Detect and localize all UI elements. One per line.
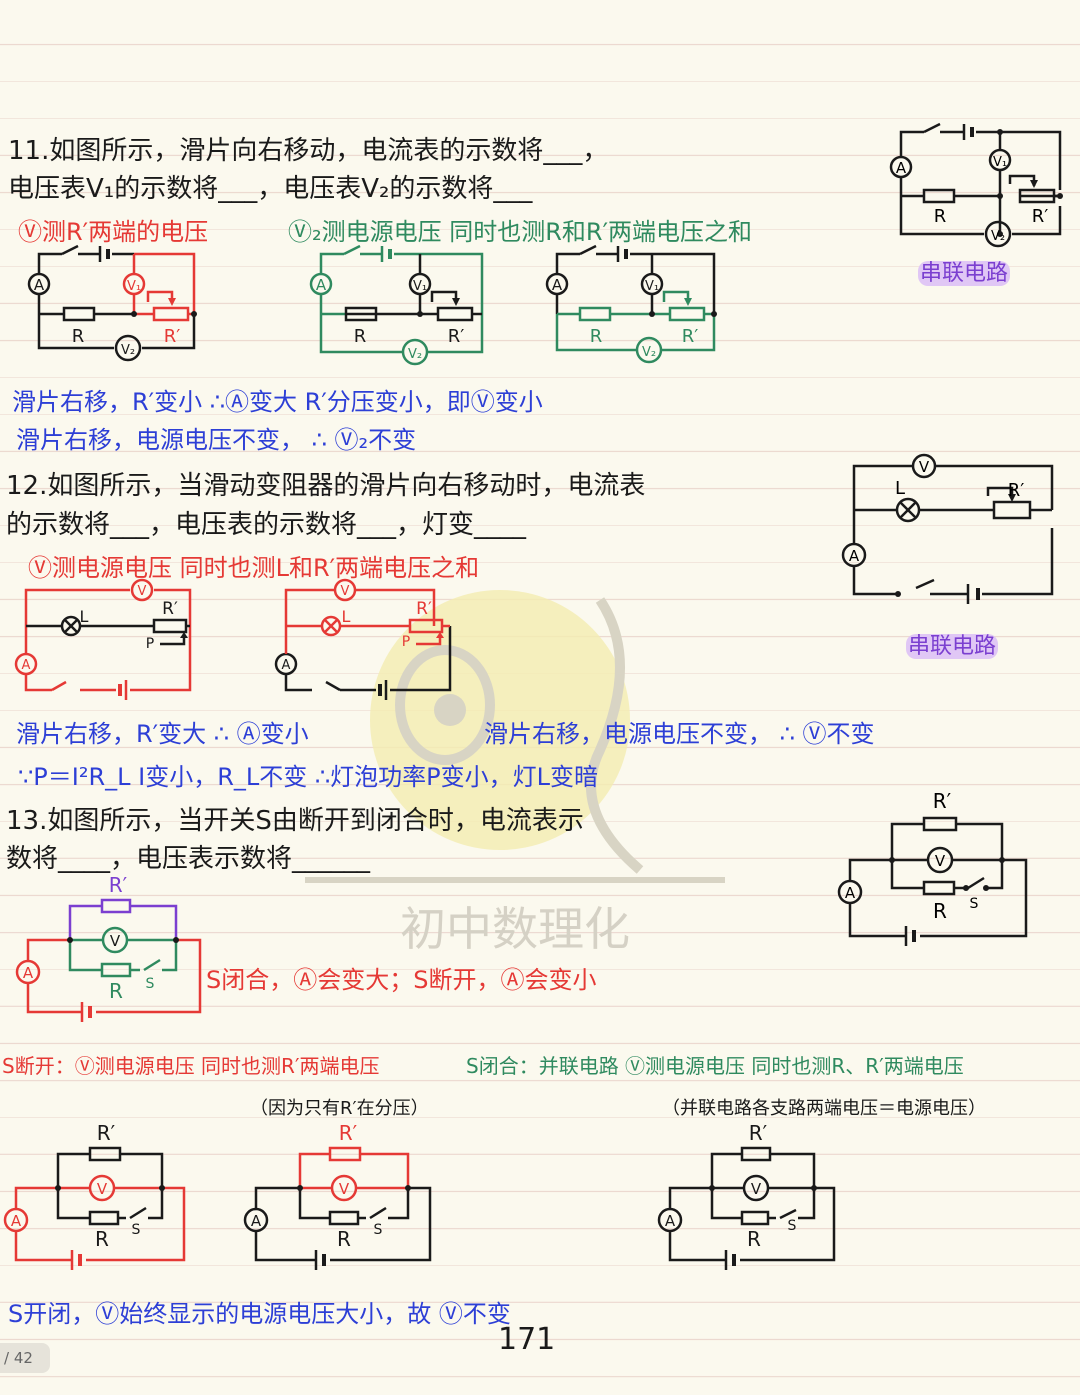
svg-text:V: V [97, 1180, 108, 1198]
svg-text:V₁: V₁ [127, 279, 141, 294]
watermark-text: 初中数理化 [400, 902, 630, 956]
q12-question-line2: 的示数将___，电压表的示数将___，灯变____ [6, 510, 527, 540]
svg-text:R′: R′ [162, 599, 178, 619]
q11-circuit-v2: A V₁ V₂ R R′ [309, 244, 484, 366]
svg-text:R: R [590, 326, 603, 347]
q13-result: S闭合，Ⓐ会变大；S断开，Ⓐ会变小 [206, 966, 597, 994]
q11-question-line1: 11.如图所示，滑片向右移动，电流表的示数将___， [8, 136, 609, 166]
q13-closed-note: S闭合：并联电路 Ⓥ测电源电压 同时也测R、R′两端电压 [466, 1054, 964, 1078]
svg-text:R′: R′ [339, 1121, 358, 1145]
q13-conclusion: S开闭，Ⓥ始终显示的电源电压大小，故 Ⓥ不变 [8, 1300, 511, 1328]
svg-text:A: A [316, 276, 327, 294]
q12-analysis-line1b: 滑片右移，电源电压不变， ∴ Ⓥ不变 [484, 720, 875, 748]
q12-analysis-line2: ∵P＝I²R_L I变小，R_L不变 ∴灯泡功率P变小，灯L变暗 [18, 763, 598, 791]
svg-text:R′: R′ [933, 789, 952, 813]
page-counter-badge[interactable]: / 42 [0, 1343, 50, 1373]
svg-text:R′: R′ [416, 599, 432, 619]
svg-text:R′: R′ [448, 326, 465, 347]
svg-text:R: R [337, 1227, 351, 1251]
voltmeter2-label: V₂ [991, 229, 1005, 244]
svg-text:A: A [552, 276, 563, 294]
q13-question-line2: 数将____，电压表示数将______ [6, 844, 371, 874]
svg-text:L: L [342, 607, 351, 626]
q13-circuit-closed: V A R′ R S [657, 1121, 836, 1270]
svg-text:S: S [146, 976, 155, 992]
q13-open-note: S断开：Ⓥ测电源电压 同时也测R′两端电压 [2, 1054, 380, 1078]
q13-reason-closed: （并联电路各支路两端电压＝电源电压） [662, 1098, 986, 1119]
svg-text:R′: R′ [682, 326, 699, 347]
svg-text:A: A [34, 276, 45, 294]
svg-text:A: A [23, 964, 34, 982]
svg-text:V₁: V₁ [413, 279, 427, 294]
svg-text:R: R [109, 979, 123, 1003]
svg-text:R: R [747, 1227, 761, 1251]
q13-circuit-colored: V A R′ R S [15, 873, 202, 1022]
svg-text:A: A [22, 658, 31, 673]
page-number: 171 [498, 1322, 556, 1357]
svg-text:V₁: V₁ [645, 279, 659, 294]
svg-text:S: S [970, 896, 979, 912]
svg-text:A: A [849, 547, 860, 565]
svg-text:A: A [845, 884, 856, 902]
svg-text:V: V [341, 584, 350, 599]
svg-text:R′: R′ [97, 1121, 116, 1145]
svg-text:P: P [402, 634, 410, 650]
svg-text:V₂: V₂ [408, 347, 422, 362]
q13-reason-open: （因为只有R′在分压） [250, 1098, 429, 1119]
q12-main-circuit: V A L R′ [841, 453, 1054, 604]
q12-analysis-line1a: 滑片右移，R′变大 ∴ Ⓐ变小 [16, 720, 309, 748]
voltmeter1-label: V₁ [993, 155, 1007, 170]
q11-question-line2: 电压表V₁的示数将___，电压表V₂的示数将___ [8, 174, 533, 204]
svg-text:A: A [282, 658, 291, 673]
ammeter-label: A [896, 159, 907, 177]
q11-note-v2: Ⓥ₂测电源电压 同时也测R和R′两端电压之和 [288, 218, 753, 246]
q12-circuit-red-1: V A L R′ P [14, 578, 192, 700]
q12-circuit-type: 串联电路 [906, 634, 999, 659]
q11-main-circuit: A V₁ V₂ R R′ [889, 122, 1063, 248]
svg-text:R: R [354, 326, 367, 347]
svg-text:V: V [339, 1180, 350, 1198]
rheostat-label: R′ [1032, 206, 1049, 227]
svg-text:V: V [919, 458, 930, 476]
svg-text:L: L [895, 478, 905, 499]
svg-text:R: R [72, 326, 85, 347]
svg-text:P: P [146, 636, 154, 652]
svg-text:V: V [138, 584, 147, 599]
q11-analysis-line2: 滑片右移，电源电压不变， ∴ Ⓥ₂不变 [16, 426, 417, 454]
q13-question-line1: 13.如图所示，当开关S由断开到闭合时，电流表示 [6, 806, 584, 836]
q11-note-v1: Ⓥ测R′两端的电压 [18, 218, 209, 246]
svg-text:V₂: V₂ [642, 345, 656, 360]
svg-text:S: S [374, 1222, 383, 1238]
q12-note: Ⓥ测电源电压 同时也测L和R′两端电压之和 [28, 554, 480, 582]
q11-circuit-v1: A V₁ V₂ R R′ [27, 244, 197, 362]
svg-text:V₂: V₂ [121, 343, 135, 358]
q12-circuit-red-2: V A L R′ P [274, 578, 452, 700]
q13-main-circuit: V A R′ R S [837, 789, 1028, 946]
q11-circuit-type: 串联电路 [918, 261, 1011, 286]
svg-text:A: A [665, 1212, 676, 1230]
q11-circuit-v3: A V₁ V₂ R R′ [545, 244, 717, 364]
q13-circuit-open-1: V A R′ R S [3, 1121, 186, 1270]
q13-circuit-open-2: V A R′ R S [243, 1121, 432, 1270]
svg-text:A: A [11, 1212, 22, 1230]
svg-text:R′: R′ [164, 326, 181, 347]
svg-text:R: R [933, 899, 947, 923]
svg-text:S: S [788, 1218, 797, 1234]
svg-text:R′: R′ [749, 1121, 768, 1145]
svg-text:V: V [751, 1180, 762, 1198]
svg-text:A: A [251, 1212, 262, 1230]
resistor-label: R [934, 206, 947, 227]
svg-text:R′: R′ [1008, 480, 1025, 501]
svg-text:V: V [935, 852, 946, 870]
q12-question-line1: 12.如图所示，当滑动变阻器的滑片向右移动时，电流表 [6, 471, 646, 501]
svg-text:R: R [95, 1227, 109, 1251]
svg-text:R′: R′ [109, 873, 128, 897]
svg-text:V: V [110, 932, 121, 950]
svg-text:S: S [132, 1222, 141, 1238]
svg-text:L: L [80, 607, 89, 626]
q11-analysis-line1: 滑片右移，R′变小 ∴Ⓐ变大 R′分压变小，即Ⓥ变小 [12, 388, 543, 416]
